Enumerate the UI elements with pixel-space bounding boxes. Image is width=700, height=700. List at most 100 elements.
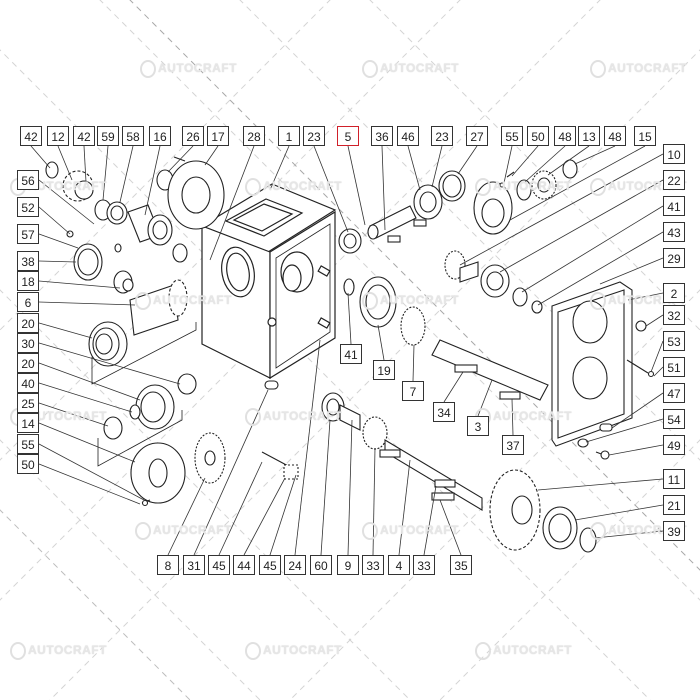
part-callout-60[interactable]: 60 xyxy=(310,555,332,575)
part-callout-57[interactable]: 57 xyxy=(17,224,39,244)
part-callout-47[interactable]: 47 xyxy=(663,383,685,403)
part-callout-54[interactable]: 54 xyxy=(663,409,685,429)
watermark-logo-icon xyxy=(245,408,261,426)
part-callout-9[interactable]: 9 xyxy=(337,555,359,575)
pto-shaft-assembly xyxy=(66,230,188,336)
autocraft-watermark: AUTOCRAFT xyxy=(475,642,572,660)
watermark-logo-icon xyxy=(362,292,378,310)
part-callout-55b[interactable]: 55 xyxy=(17,434,39,454)
crown-gear-and-shaft xyxy=(194,380,483,511)
part-callout-6[interactable]: 6 xyxy=(17,292,39,312)
watermark-logo-icon xyxy=(590,522,606,540)
part-callout-41a[interactable]: 41 xyxy=(663,196,685,216)
part-callout-51[interactable]: 51 xyxy=(663,357,685,377)
part-callout-13[interactable]: 13 xyxy=(578,126,600,146)
part-callout-27[interactable]: 27 xyxy=(466,126,488,146)
part-callout-59[interactable]: 59 xyxy=(97,126,119,146)
part-callout-32[interactable]: 32 xyxy=(663,305,685,325)
part-callout-40[interactable]: 40 xyxy=(17,373,39,393)
part-callout-11[interactable]: 11 xyxy=(663,469,685,489)
autocraft-watermark: AUTOCRAFT xyxy=(590,60,687,78)
part-callout-33a[interactable]: 33 xyxy=(362,555,384,575)
part-callout-24[interactable]: 24 xyxy=(284,555,306,575)
part-callout-2[interactable]: 2 xyxy=(663,283,685,303)
part-callout-31[interactable]: 31 xyxy=(183,555,205,575)
part-callout-4[interactable]: 4 xyxy=(388,555,410,575)
part-callout-55a[interactable]: 55 xyxy=(501,126,523,146)
part-callout-26[interactable]: 26 xyxy=(182,126,204,146)
part-callout-37[interactable]: 37 xyxy=(502,435,524,455)
part-callout-50a[interactable]: 50 xyxy=(527,126,549,146)
part-callout-10[interactable]: 10 xyxy=(663,144,685,164)
part-callout-50b[interactable]: 50 xyxy=(17,454,39,474)
part-callout-23b[interactable]: 23 xyxy=(431,126,453,146)
part-callout-14[interactable]: 14 xyxy=(17,413,39,433)
autocraft-watermark: AUTOCRAFT xyxy=(135,292,232,310)
part-callout-35[interactable]: 35 xyxy=(450,555,472,575)
autocraft-watermark: AUTOCRAFT xyxy=(140,60,237,78)
lower-bearing-assembly xyxy=(88,321,197,507)
part-callout-3[interactable]: 3 xyxy=(467,416,489,436)
autocraft-watermark: AUTOCRAFT xyxy=(10,642,107,660)
part-callout-46[interactable]: 46 xyxy=(397,126,419,146)
part-callout-53[interactable]: 53 xyxy=(663,331,685,351)
part-callout-41b[interactable]: 41 xyxy=(340,344,362,364)
part-callout-22[interactable]: 22 xyxy=(663,170,685,190)
autocraft-watermark: AUTOCRAFT xyxy=(245,178,342,196)
leader-lines xyxy=(30,145,664,556)
part-callout-48a[interactable]: 48 xyxy=(554,126,576,146)
part-callout-20b[interactable]: 20 xyxy=(17,353,39,373)
part-callout-36[interactable]: 36 xyxy=(371,126,393,146)
part-callout-44[interactable]: 44 xyxy=(233,555,255,575)
part-callout-20a[interactable]: 20 xyxy=(17,313,39,333)
watermark-logo-icon xyxy=(135,292,151,310)
autocraft-watermark: AUTOCRAFT xyxy=(362,60,459,78)
part-callout-52[interactable]: 52 xyxy=(17,197,39,217)
watermark-logo-icon xyxy=(140,60,156,78)
watermark-logo-icon xyxy=(362,60,378,78)
autocraft-watermark: AUTOCRAFT xyxy=(475,178,572,196)
part-callout-21[interactable]: 21 xyxy=(663,495,685,515)
autocraft-watermark: AUTOCRAFT xyxy=(362,522,459,540)
part-callout-15[interactable]: 15 xyxy=(634,126,656,146)
part-callout-1[interactable]: 1 xyxy=(278,126,300,146)
part-callout-45b[interactable]: 45 xyxy=(259,555,281,575)
part-callout-45a[interactable]: 45 xyxy=(208,555,230,575)
part-callout-42b[interactable]: 42 xyxy=(73,126,95,146)
part-callout-18[interactable]: 18 xyxy=(17,271,39,291)
part-callout-8[interactable]: 8 xyxy=(157,555,179,575)
autocraft-watermark: AUTOCRAFT xyxy=(362,292,459,310)
part-callout-17[interactable]: 17 xyxy=(207,126,229,146)
part-callout-12[interactable]: 12 xyxy=(47,126,69,146)
part-callout-48b[interactable]: 48 xyxy=(604,126,626,146)
part-callout-30[interactable]: 30 xyxy=(17,333,39,353)
part-callout-38[interactable]: 38 xyxy=(17,251,39,271)
part-callout-58[interactable]: 58 xyxy=(122,126,144,146)
part-callout-43[interactable]: 43 xyxy=(663,222,685,242)
input-shaft-assembly xyxy=(45,156,225,263)
autocraft-watermark: AUTOCRAFT xyxy=(135,522,232,540)
part-callout-25[interactable]: 25 xyxy=(17,393,39,413)
part-callout-5[interactable]: 5 xyxy=(337,126,359,146)
part-callout-49[interactable]: 49 xyxy=(663,435,685,455)
part-callout-16[interactable]: 16 xyxy=(149,126,171,146)
part-callout-29[interactable]: 29 xyxy=(663,248,685,268)
bevel-gear-and-cover xyxy=(343,276,655,460)
watermark-logo-icon xyxy=(475,642,491,660)
autocraft-watermark: AUTOCRAFT xyxy=(245,642,342,660)
part-callout-33b[interactable]: 33 xyxy=(413,555,435,575)
watermark-logo-icon xyxy=(245,178,261,196)
part-callout-56[interactable]: 56 xyxy=(17,170,39,190)
watermark-logo-icon xyxy=(475,178,491,196)
watermark-logo-icon xyxy=(135,522,151,540)
part-callout-19[interactable]: 19 xyxy=(373,360,395,380)
part-callout-39[interactable]: 39 xyxy=(663,521,685,541)
part-callout-42a[interactable]: 42 xyxy=(20,126,42,146)
autocraft-watermark: AUTOCRAFT xyxy=(475,408,572,426)
part-callout-23a[interactable]: 23 xyxy=(303,126,325,146)
part-callout-28[interactable]: 28 xyxy=(243,126,265,146)
part-callout-7[interactable]: 7 xyxy=(402,381,424,401)
watermark-logo-icon xyxy=(590,60,606,78)
part-callout-34[interactable]: 34 xyxy=(433,402,455,422)
autocraft-watermark: AUTOCRAFT xyxy=(245,408,342,426)
